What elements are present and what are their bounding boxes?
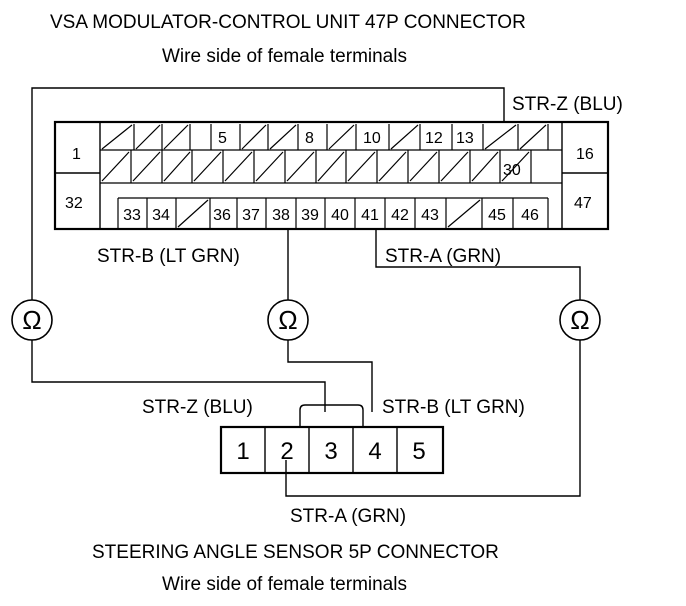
empty-cavity: [163, 124, 189, 150]
vsa-pin-30: 30: [503, 162, 521, 179]
ohm-icon: Ω: [570, 305, 589, 335]
empty-cavity: [255, 151, 284, 182]
vsa-pin-8: 8: [305, 130, 314, 147]
steering-sensor-5p-connector: 1 2 3 4 5: [219, 404, 445, 475]
empty-cavity: [378, 151, 407, 182]
sensor-pin-5: 5: [412, 438, 425, 465]
empty-cavity: [484, 124, 517, 150]
sensor-pin-4: 4: [368, 438, 381, 465]
ohmmeter-str-z: Ω: [11, 299, 53, 341]
empty-cavity: [101, 124, 133, 150]
empty-cavity: [447, 199, 481, 228]
sensor-connector-subtitle: Wire side of female terminals: [162, 574, 407, 595]
wire-str-a: [285, 229, 581, 497]
empty-cavity: [132, 151, 161, 182]
empty-cavity: [501, 151, 530, 182]
vsa-pin-41: 41: [361, 207, 379, 224]
label-str-z-bottom: STR-Z (BLU): [142, 397, 253, 418]
empty-cavity: [409, 151, 438, 182]
sensor-pin-2: 2: [280, 438, 293, 465]
vsa-pin-40: 40: [331, 207, 349, 224]
vsa-pin-37: 37: [242, 207, 260, 224]
vsa-pin-36: 36: [213, 207, 231, 224]
label-str-b-bottom: STR-B (LT GRN): [382, 397, 525, 418]
vsa-pin-5: 5: [218, 130, 227, 147]
vsa-47p-connector: 1 5 8 10 12 13 16 30 32 47 33 34 36 37 38 39 4…: [53, 120, 610, 231]
vsa-pin-38: 38: [272, 207, 290, 224]
label-str-a-bottom: STR-A (GRN): [290, 506, 406, 527]
ohmmeter-str-b: Ω: [267, 299, 309, 341]
vsa-pin-46: 46: [521, 207, 539, 224]
vsa-pin-13: 13: [456, 130, 474, 147]
vsa-pin-32: 32: [65, 195, 83, 212]
vsa-pin-45: 45: [488, 207, 506, 224]
vsa-pin-43: 43: [421, 207, 439, 224]
vsa-pin-39: 39: [301, 207, 319, 224]
sensor-pin-3: 3: [324, 438, 337, 465]
wire-str-b: [287, 229, 373, 412]
empty-cavity: [519, 124, 547, 150]
empty-cavity: [177, 199, 209, 228]
empty-cavity: [286, 151, 315, 182]
empty-cavity: [163, 151, 191, 182]
vsa-pin-33: 33: [123, 207, 141, 224]
label-str-z-top: STR-Z (BLU): [512, 94, 623, 115]
empty-cavity: [193, 151, 222, 182]
empty-cavity: [241, 124, 267, 150]
vsa-pin-16: 16: [576, 146, 594, 163]
empty-cavity: [101, 151, 130, 182]
empty-cavity: [390, 124, 419, 150]
ohmmeter-str-a: Ω: [559, 299, 601, 341]
empty-cavity: [135, 124, 161, 150]
empty-cavity: [224, 151, 253, 182]
vsa-pin-1: 1: [72, 146, 81, 163]
sensor-pin-1: 1: [236, 438, 249, 465]
ohm-icon: Ω: [278, 305, 297, 335]
vsa-pin-34: 34: [152, 207, 170, 224]
empty-cavity: [440, 151, 469, 182]
vsa-pin-47: 47: [574, 195, 592, 212]
vsa-pin-10: 10: [363, 130, 381, 147]
label-str-a-top: STR-A (GRN): [385, 246, 501, 267]
empty-cavity: [328, 124, 355, 150]
vsa-connector-subtitle: Wire side of female terminals: [162, 46, 407, 67]
vsa-connector-title: VSA MODULATOR-CONTROL UNIT 47P CONNECTOR: [50, 12, 526, 33]
ohm-icon: Ω: [22, 305, 41, 335]
empty-cavity: [347, 151, 376, 182]
vsa-pin-42: 42: [391, 207, 409, 224]
empty-cavity: [471, 151, 499, 182]
empty-cavity: [317, 151, 345, 182]
sensor-connector-title: STEERING ANGLE SENSOR 5P CONNECTOR: [92, 542, 499, 563]
vsa-pin-12: 12: [425, 130, 443, 147]
wire-str-z: [31, 87, 505, 412]
empty-cavity: [269, 124, 297, 150]
label-str-b-top: STR-B (LT GRN): [97, 246, 240, 267]
